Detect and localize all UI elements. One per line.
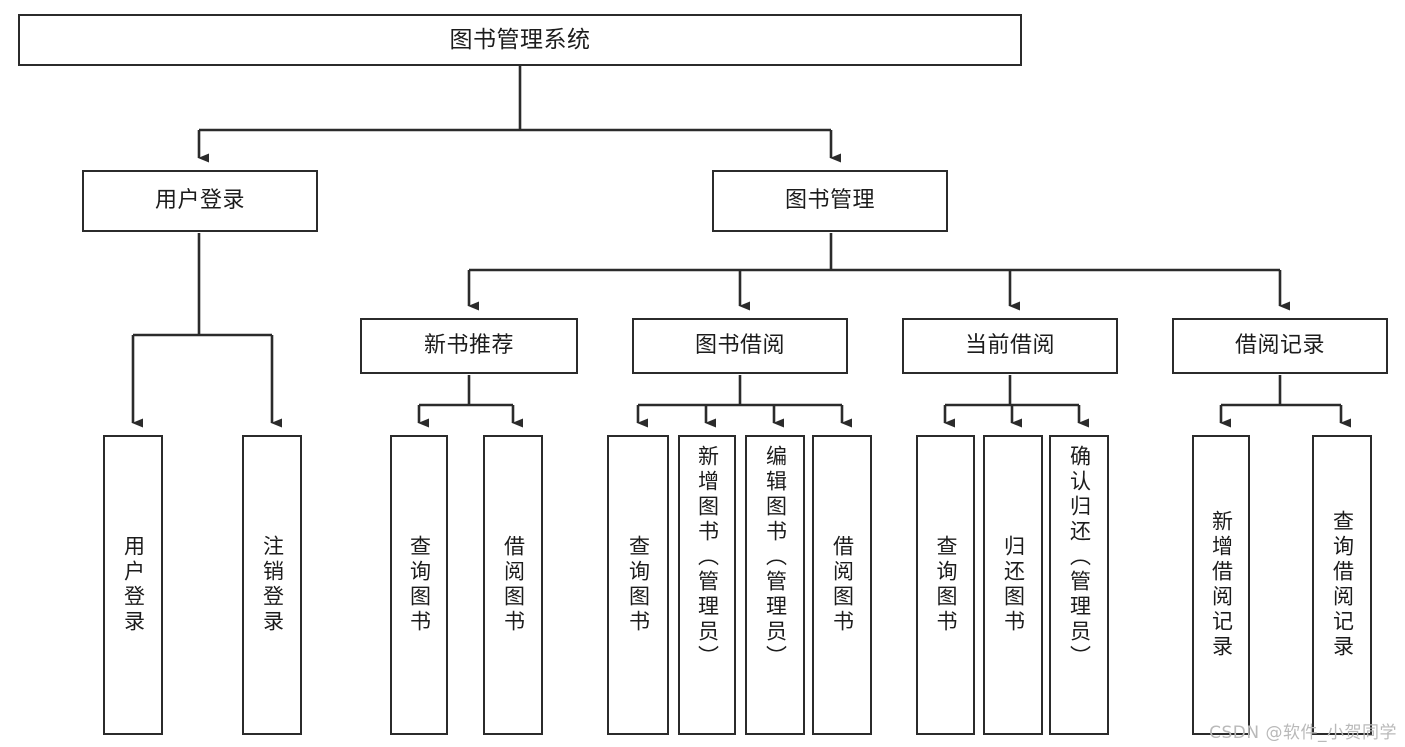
node-label: 新书推荐 xyxy=(423,333,514,359)
node-current-borrow[interactable]: 当前借阅 xyxy=(902,318,1118,374)
leaf-current-query-book[interactable]: 查询图书 xyxy=(916,435,975,735)
leaf-edit-book-admin[interactable]: 编辑图书（管理员） xyxy=(745,435,805,735)
node-label: 借阅图书 xyxy=(501,535,526,635)
node-label: 图书管理系统 xyxy=(449,26,591,53)
node-label: 新增图书（管理员） xyxy=(695,445,720,670)
node-label: 用户登录 xyxy=(121,535,146,635)
leaf-add-book-admin[interactable]: 新增图书（管理员） xyxy=(678,435,736,735)
node-label: 当前借阅 xyxy=(964,333,1055,359)
node-label: 借阅图书 xyxy=(830,535,855,635)
leaf-confirm-return-admin[interactable]: 确认归还（管理员） xyxy=(1049,435,1109,735)
node-label: 查询图书 xyxy=(626,535,651,635)
node-label: 新增借阅记录 xyxy=(1209,510,1234,660)
leaf-new-book-query[interactable]: 查询图书 xyxy=(390,435,448,735)
node-user-login[interactable]: 用户登录 xyxy=(82,170,318,232)
node-label: 用户登录 xyxy=(154,188,245,214)
leaf-borrow-query-book[interactable]: 查询图书 xyxy=(607,435,669,735)
node-label: 借阅记录 xyxy=(1234,333,1325,359)
node-borrow-record[interactable]: 借阅记录 xyxy=(1172,318,1388,374)
node-label: 查询图书 xyxy=(934,535,958,635)
node-label: 图书借阅 xyxy=(694,333,785,359)
leaf-new-book-borrow[interactable]: 借阅图书 xyxy=(483,435,543,735)
node-label: 确认归还（管理员） xyxy=(1067,445,1092,670)
leaf-query-borrow-record[interactable]: 查询借阅记录 xyxy=(1312,435,1372,735)
leaf-return-book[interactable]: 归还图书 xyxy=(983,435,1043,735)
node-label: 查询图书 xyxy=(407,535,432,635)
node-new-book-recommend[interactable]: 新书推荐 xyxy=(360,318,578,374)
node-book-borrow[interactable]: 图书借阅 xyxy=(632,318,848,374)
node-label: 编辑图书（管理员） xyxy=(763,445,788,670)
node-root-book-management-system[interactable]: 图书管理系统 xyxy=(18,14,1022,66)
node-label: 归还图书 xyxy=(1001,535,1026,635)
leaf-borrow-book[interactable]: 借阅图书 xyxy=(812,435,872,735)
node-label: 图书管理 xyxy=(784,188,875,214)
node-label: 查询借阅记录 xyxy=(1330,510,1355,660)
leaf-add-borrow-record[interactable]: 新增借阅记录 xyxy=(1192,435,1250,735)
csdn-watermark: CSDN @软件_小贺同学 xyxy=(1209,723,1397,743)
node-label: 注销登录 xyxy=(260,535,285,635)
leaf-logout[interactable]: 注销登录 xyxy=(242,435,302,735)
node-book-management[interactable]: 图书管理 xyxy=(712,170,948,232)
leaf-user-login[interactable]: 用户登录 xyxy=(103,435,163,735)
